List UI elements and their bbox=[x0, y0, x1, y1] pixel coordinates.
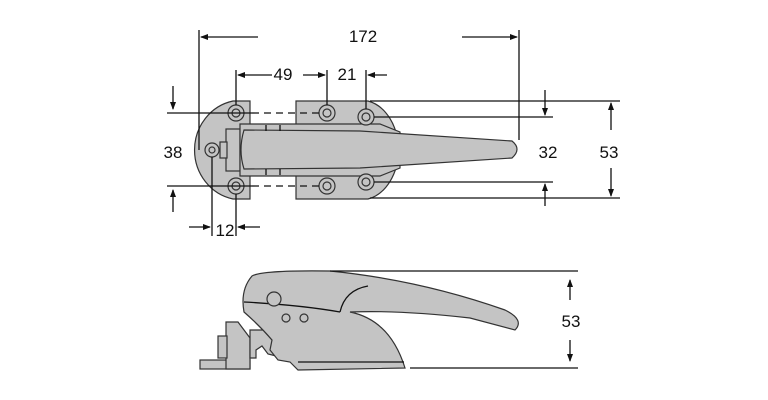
latch-body bbox=[242, 270, 519, 371]
hinge-nut bbox=[219, 141, 228, 159]
dim-12-label: 12 bbox=[216, 221, 235, 240]
top-view: 172 49 21 38 12 32 53 bbox=[164, 27, 620, 240]
strike-bolt bbox=[217, 335, 228, 359]
side-dim-53-label: 53 bbox=[562, 312, 581, 331]
dim-49-label: 49 bbox=[274, 65, 293, 84]
strike-block bbox=[225, 321, 251, 370]
dimension-lines bbox=[167, 30, 620, 236]
body-seam bbox=[243, 301, 341, 313]
dim-32-label: 32 bbox=[539, 143, 558, 162]
rivet bbox=[281, 313, 291, 323]
lever-curve bbox=[339, 285, 369, 313]
dim-172-label: 172 bbox=[349, 27, 377, 46]
hinge-block bbox=[225, 128, 241, 172]
dim-53-label: 53 bbox=[600, 143, 619, 162]
rivet bbox=[299, 313, 309, 323]
dim-21-label: 21 bbox=[338, 65, 357, 84]
pivot-pin bbox=[266, 291, 282, 307]
handle-lever bbox=[240, 129, 518, 170]
side-view: 53 bbox=[199, 270, 581, 371]
dim-38-label: 38 bbox=[164, 143, 183, 162]
